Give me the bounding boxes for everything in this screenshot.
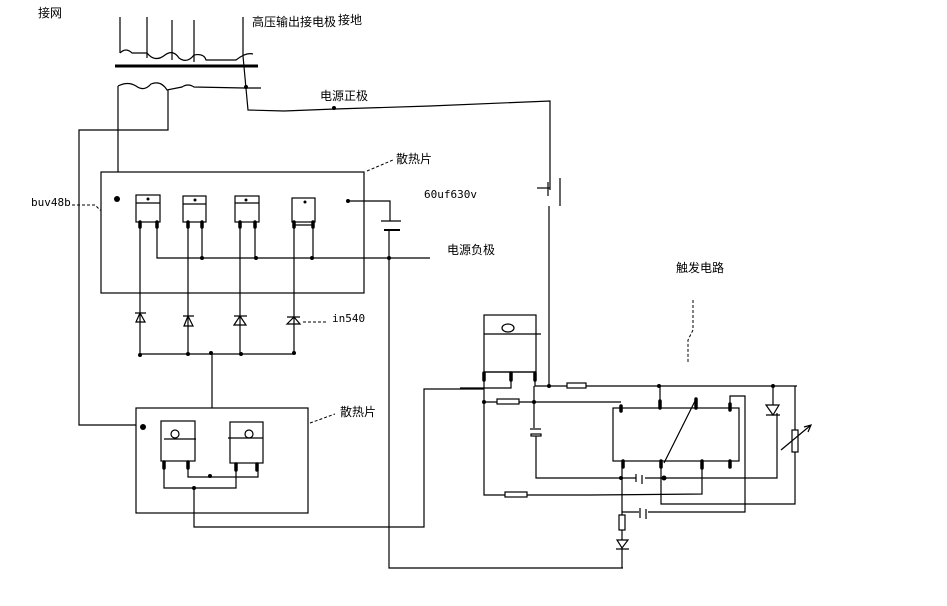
wire-segment <box>119 49 254 61</box>
diode-trigger <box>764 386 781 417</box>
wire-segment <box>639 508 647 519</box>
transistor-1 <box>135 194 161 229</box>
label-hv-output: 高压输出接电极 <box>252 14 336 29</box>
transistor-5 <box>160 420 196 470</box>
label-ground: 接地 <box>338 12 362 27</box>
label-transistor: buv48b <box>31 196 71 209</box>
junction-dot <box>114 196 120 202</box>
wire-segment <box>291 197 316 223</box>
junction-dot <box>254 256 258 260</box>
junction-dot <box>146 197 150 201</box>
wire-segment <box>100 171 365 294</box>
resistor-3 <box>496 398 520 405</box>
wire-segment <box>687 300 694 362</box>
junction-dot <box>482 400 486 404</box>
wire-segment <box>622 395 746 513</box>
wire-segment <box>160 420 196 462</box>
junction-dot <box>310 256 314 260</box>
wire-segment <box>660 386 796 505</box>
transformer <box>115 17 261 91</box>
wire-segment <box>764 386 781 417</box>
junction-dot <box>332 106 336 110</box>
wire-segment <box>501 323 515 333</box>
label-diode: in540 <box>332 312 365 325</box>
wire-segment <box>780 424 813 451</box>
transistor-3 <box>234 195 260 229</box>
transistor-2 <box>182 195 207 229</box>
wire-segment <box>635 474 643 484</box>
wire-segment <box>232 314 248 326</box>
wire-segment <box>117 82 261 91</box>
heatsink-top <box>100 171 623 569</box>
wire-segment <box>182 195 207 223</box>
wire-segment <box>791 429 799 453</box>
wire-segment <box>135 311 147 323</box>
junction-dot <box>547 384 551 388</box>
wire-segment <box>615 539 630 550</box>
transistor-6 <box>228 421 264 472</box>
junction-dot <box>209 351 213 355</box>
junction-dot <box>140 424 146 430</box>
diode-4 <box>285 316 302 325</box>
junction-dot <box>192 486 196 490</box>
junction-dot <box>200 256 204 260</box>
label-positive: 电源正极 <box>320 89 368 103</box>
wire-segment <box>285 316 302 325</box>
diode-3 <box>232 314 248 326</box>
junction-dot <box>193 198 197 202</box>
wire-segment <box>483 380 703 496</box>
wire-segment <box>183 314 194 327</box>
junction-dot <box>292 351 296 355</box>
wire-segment <box>163 388 484 528</box>
junction-dot <box>138 353 142 357</box>
label-trigger: 触发电路 <box>676 260 724 275</box>
wire-segment <box>229 421 264 464</box>
wire-segment <box>309 413 336 424</box>
label-negative: 电源负极 <box>447 243 495 257</box>
junction-dot <box>244 198 248 202</box>
junction-dot <box>186 352 190 356</box>
wire-segment <box>533 386 778 479</box>
label-grid: 接网 <box>38 5 62 20</box>
junction-dot <box>303 200 307 204</box>
variable-resistor <box>780 424 813 453</box>
wire-segment <box>78 90 169 426</box>
trigger-circuit <box>460 314 813 568</box>
resistor-1 <box>566 382 587 389</box>
resistor-2 <box>504 491 528 498</box>
label-heatsink-top: 散热片 <box>396 151 432 166</box>
diode-bridge <box>135 227 302 475</box>
wire-segment <box>119 17 244 62</box>
wire-segment <box>348 200 623 569</box>
capacitor-60uf630v <box>537 178 561 206</box>
label-heatsink-bottom: 散热片 <box>340 404 376 419</box>
label-capacitor: 60uf630v <box>424 188 477 201</box>
resistor-4 <box>618 514 626 531</box>
ic-chip <box>612 407 740 462</box>
junction-dot <box>208 474 212 478</box>
wire-segment <box>242 55 551 190</box>
capacitor-2 <box>530 433 542 437</box>
diode-2 <box>183 314 194 327</box>
transistor-4 <box>291 197 316 229</box>
wire-segment <box>460 380 797 389</box>
diode-5 <box>615 539 630 550</box>
junction-dot <box>239 352 243 356</box>
wire-segment <box>659 386 697 464</box>
wire-segment <box>170 429 180 439</box>
wire-segment <box>483 314 537 373</box>
wire-segment <box>244 429 254 439</box>
wire-segment <box>366 159 394 172</box>
wire-segment <box>156 227 430 259</box>
heatsink-bottom <box>135 388 484 528</box>
diode-1 <box>135 311 147 323</box>
junction-dot <box>661 475 667 481</box>
